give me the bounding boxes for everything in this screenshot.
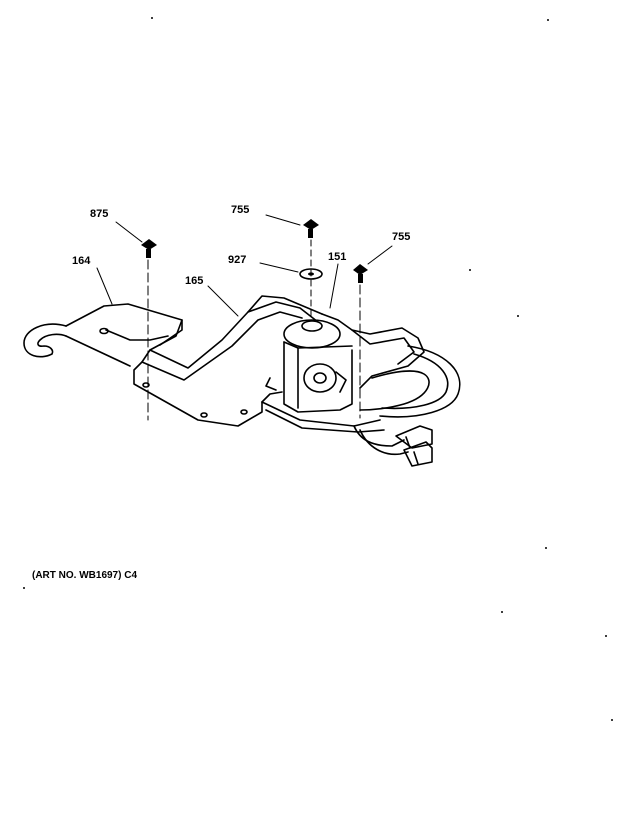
specks [23,17,613,721]
screw-755-top [303,219,319,317]
base-and-wiring [261,377,433,467]
strap-165 [141,295,323,381]
screw-755-right [353,264,368,419]
washer-927 [299,268,323,280]
callout-927: 927 [228,254,247,266]
leader-lines [96,214,393,317]
callout-165: 165 [185,275,204,287]
motor-151 [283,313,425,413]
art-caption: (ART NO. WB1697) C4 [32,570,138,581]
bracket-164 [23,303,263,427]
callout-151: 151 [328,251,347,263]
callout-755-top: 755 [231,204,250,216]
callout-755-right: 755 [392,231,411,243]
callout-875: 875 [90,208,109,220]
blower-disc [359,345,461,418]
callout-164: 164 [72,255,91,267]
